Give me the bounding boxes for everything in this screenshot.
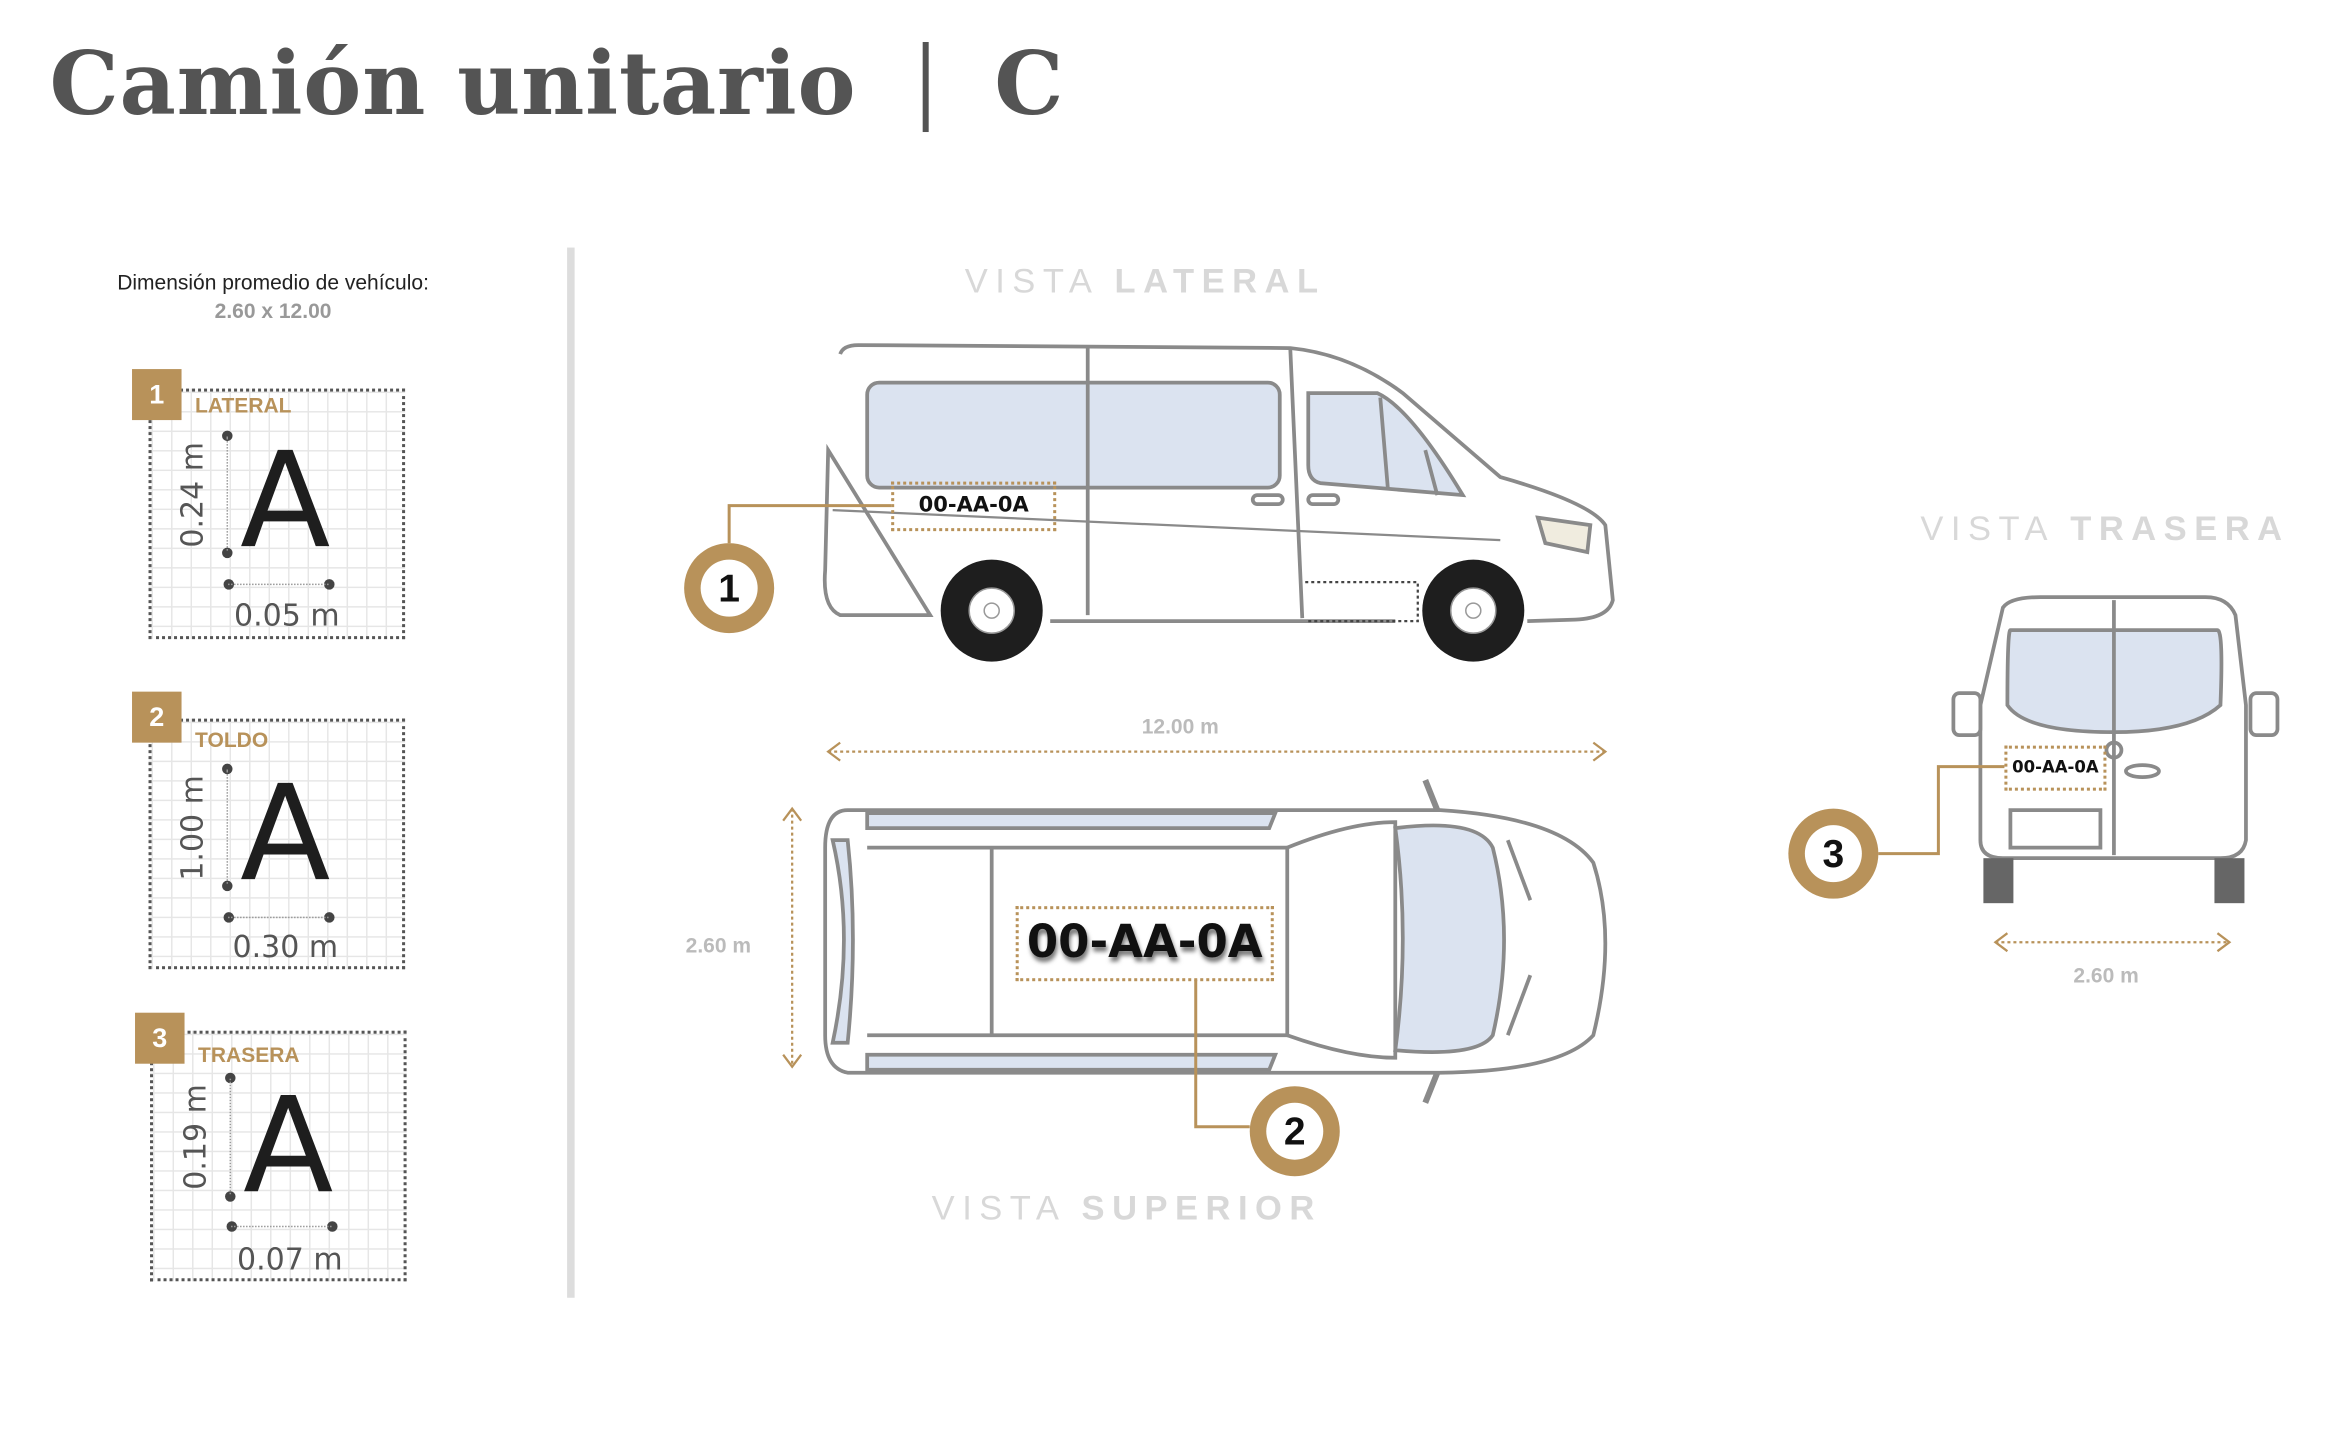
length-measure: 12.00 m: [1141, 714, 1219, 739]
dim-dot: [222, 430, 233, 442]
width-dim: 0.07 m: [237, 1240, 343, 1277]
width-line: [228, 583, 329, 586]
dim-dot: [324, 912, 335, 923]
view-title-trasera: VISTA TRASERA: [1920, 508, 2290, 548]
page-title: Camión unitario C: [50, 33, 1065, 135]
callout-3: 3: [1788, 808, 1879, 899]
rear-view-van: [1951, 595, 2280, 904]
width-dim: 0.30 m: [232, 928, 339, 965]
spec-card-toldo: [148, 718, 406, 970]
view-title-lateral: VISTA LATERAL: [964, 261, 1326, 301]
glyph-sample: A: [243, 1068, 334, 1223]
card-label-lateral: LATERAL: [195, 393, 292, 418]
width-measure-top: 2.60 m: [685, 933, 752, 958]
badge-2: 2: [132, 691, 182, 743]
spec-card-trasera: [150, 1030, 407, 1282]
plate-trasera: 00-AA-0A: [2004, 745, 2107, 791]
side-view-van: [822, 343, 1615, 623]
width-measure-rear: 2.60 m: [2073, 963, 2139, 988]
vehicle-dimension-label: Dimensión promedio de vehículo:: [117, 270, 429, 295]
vehicle-dimension-value: 2.60 x 12.00: [214, 298, 332, 323]
glyph-sample: A: [240, 423, 331, 578]
height-line: [226, 769, 229, 884]
dim-dot: [327, 1221, 338, 1232]
card-label-toldo: TOLDO: [195, 727, 269, 752]
badge-3: 3: [135, 1012, 185, 1064]
plate-toldo: 00-AA-0A: [1015, 906, 1274, 982]
view-title-superior: VISTA SUPERIOR: [931, 1188, 1322, 1222]
width-dim: 0.05 m: [234, 597, 340, 634]
dim-dot: [225, 1191, 236, 1202]
wheels: [940, 559, 1525, 662]
callout-2: 2: [1249, 1086, 1340, 1177]
dim-dot: [225, 1072, 236, 1084]
height-line: [229, 1078, 232, 1195]
title-separator: [922, 42, 929, 133]
badge-1: 1: [132, 369, 182, 421]
title-text: Camión unitario: [49, 33, 857, 136]
callout-1: 1: [684, 543, 775, 634]
height-line: [226, 436, 229, 551]
width-line: [231, 1225, 332, 1228]
plate-lateral: 00-AA-0A: [891, 481, 1057, 532]
glyph-sample: A: [240, 756, 331, 911]
width-line: [228, 916, 329, 919]
top-view-van: [823, 779, 1608, 1104]
title-category: C: [994, 33, 1065, 136]
vertical-divider: [567, 247, 575, 1298]
dim-dot: [324, 579, 335, 590]
dim-dot: [222, 763, 233, 775]
spec-card-lateral: [148, 388, 406, 640]
dim-dot: [222, 880, 233, 892]
dim-dot: [222, 547, 233, 559]
callout-leaders: [727, 504, 2005, 1129]
card-label-trasera: TRASERA: [198, 1042, 300, 1067]
